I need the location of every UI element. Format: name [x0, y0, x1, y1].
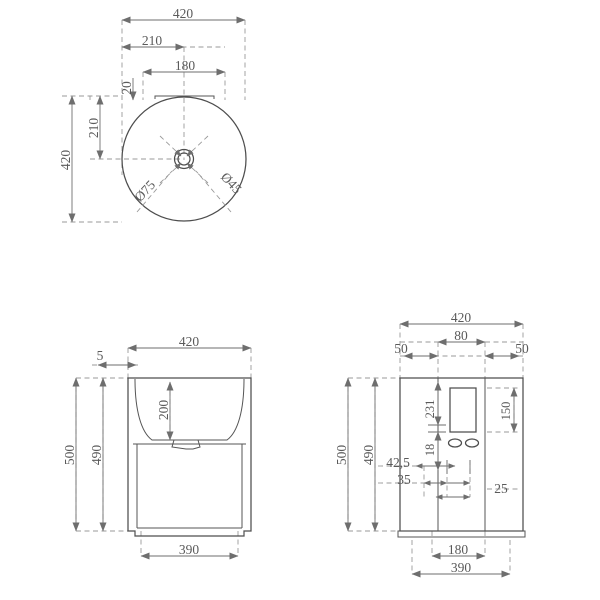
side-dim-180: 180	[448, 542, 469, 557]
side-dimension-lines	[344, 320, 524, 578]
plan-dim-180: 180	[175, 58, 196, 73]
side-dim-42-5: 42,5	[386, 455, 410, 470]
plan-drain	[173, 148, 195, 170]
side-dim-35: 35	[397, 472, 411, 487]
side-dim-150: 150	[499, 402, 513, 421]
side-dim-25: 25	[494, 481, 508, 496]
side-dim-50-right: 50	[515, 341, 529, 356]
plan-basin-outline	[121, 95, 247, 222]
side-view: 420 80 50 50 500 490 231 18 42,5 35 150 …	[334, 310, 529, 578]
side-dim-490: 490	[361, 445, 376, 466]
plan-dim-420-top: 420	[173, 6, 194, 21]
side-dim-80: 80	[454, 328, 468, 343]
front-dim-500: 500	[62, 445, 77, 466]
side-dim-231: 231	[423, 400, 437, 419]
front-dim-420: 420	[179, 334, 200, 349]
side-dim-50-left: 50	[394, 341, 408, 356]
front-dim-200: 200	[156, 400, 171, 421]
side-dim-420: 420	[451, 310, 472, 325]
plan-dim-210-left: 210	[86, 118, 101, 139]
plan-dim-210-top: 210	[142, 33, 163, 48]
plan-dim-20: 20	[119, 81, 134, 95]
front-dim-5: 5	[97, 348, 104, 363]
front-dimension-lines	[72, 344, 252, 560]
front-view: 420 5 200 500 490 390	[62, 334, 252, 560]
side-dim-390: 390	[451, 560, 472, 575]
side-dim-18: 18	[423, 444, 437, 457]
plan-dim-420-left: 420	[58, 150, 73, 171]
front-dim-390: 390	[179, 542, 200, 557]
plan-dimension-lines	[68, 16, 246, 223]
front-basin-body	[127, 377, 252, 537]
front-dim-490: 490	[89, 445, 104, 466]
plan-diameter-leaders	[136, 135, 232, 213]
side-dim-500: 500	[334, 445, 349, 466]
